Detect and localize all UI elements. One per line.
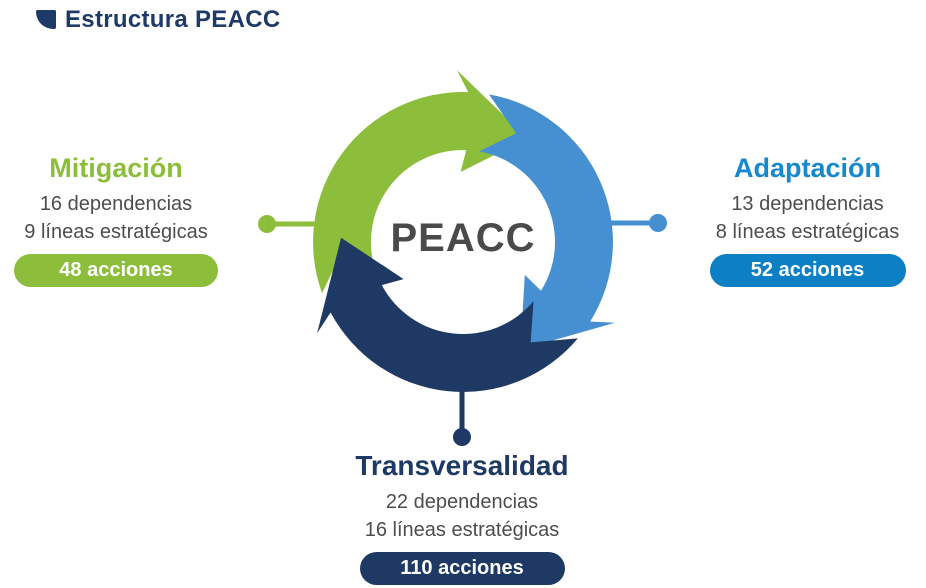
mitigacion-dependencias: 16 dependencias [39,193,193,215]
title-bullet-icon [36,10,56,29]
page-title: Estructura PEACC [65,6,281,33]
connector-adaptacion [604,214,667,232]
section-mitigacion: Mitigación 16 dependencias 9 líneas estr… [8,153,224,287]
connector-dot-mitigacion [258,215,276,233]
section-heading-mitigacion: Mitigación [49,153,183,183]
transversalidad-lineas: 16 líneas estratégicas [364,519,560,541]
connector-dot-adaptacion [649,214,667,232]
section-heading-transversalidad: Transversalidad [355,450,569,481]
connector-transversalidad [453,386,471,446]
adaptacion-acciones-badge: 52 acciones [709,254,906,287]
center-label: PEACC [390,216,536,260]
adaptacion-dependencias: 13 dependencias [731,193,884,215]
connector-mitigacion [258,215,322,233]
section-transversalidad: Transversalidad 22 dependencias 16 línea… [329,450,595,585]
section-heading-adaptacion: Adaptación [733,153,881,183]
adaptacion-lineas: 8 líneas estratégicas [715,221,900,243]
page-header: Estructura PEACC [36,6,281,34]
section-adaptacion: Adaptación 13 dependencias 8 líneas estr… [700,153,915,287]
mitigacion-lineas: 9 líneas estratégicas [24,221,208,243]
mitigacion-acciones-badge: 48 acciones [14,254,218,287]
transversalidad-acciones-badge: 110 acciones [359,552,565,585]
connector-dot-transversalidad [453,428,471,446]
transversalidad-dependencias: 22 dependencias [385,491,539,513]
